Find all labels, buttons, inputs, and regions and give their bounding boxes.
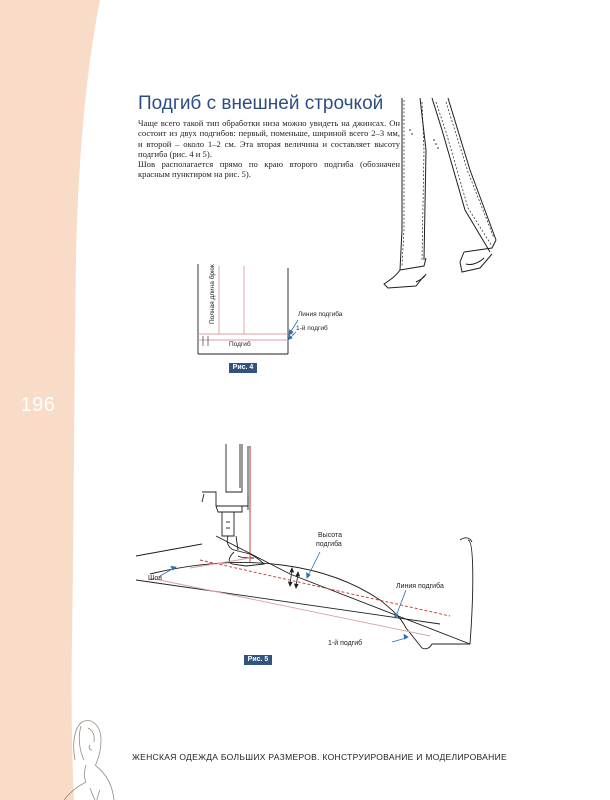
page-number: 196 [20,394,56,416]
fig4-line-label: Линия подгиба [298,310,343,318]
fig5-height-label-line1: Высота [318,532,342,539]
figure-5-caption: Рис. 5 [244,655,272,665]
fig5-line-label: Линия подгиба [396,582,444,590]
body-text: Чаще всего такой тип обработки низа можн… [138,118,400,180]
fig5-first-fold-label: 1-й подгиб [328,639,362,647]
fig4-vertical-label: Полная длина брюк [208,264,216,324]
figure-5-diagram: Шов Высота подгиба Линия подгиба 1-й под… [135,444,474,650]
trousers-illustration [383,97,497,289]
paragraph-2: Шов располагается прямо по краю второго … [138,159,400,180]
fig4-hem-label: Подгиб [229,340,251,348]
paragraph-1: Чаще всего такой тип обработки низа можн… [138,118,400,159]
figure-4-caption: Рис. 4 [229,363,257,373]
book-title-footer: ЖЕНСКАЯ ОДЕЖДА БОЛЬШИХ РАЗМЕРОВ. КОНСТРУ… [132,752,507,762]
woman-silhouette-icon [63,720,115,800]
figure-4-diagram: Полная длина брюк Подгиб Линия подгиба 1… [197,264,343,355]
section-title: Подгиб с внешней строчкой [138,93,384,114]
fig4-first-fold-label: 1-й подгиб [296,324,328,332]
fig5-height-label-line2: подгиба [316,540,342,548]
fig5-seam-label: Шов [148,575,162,582]
